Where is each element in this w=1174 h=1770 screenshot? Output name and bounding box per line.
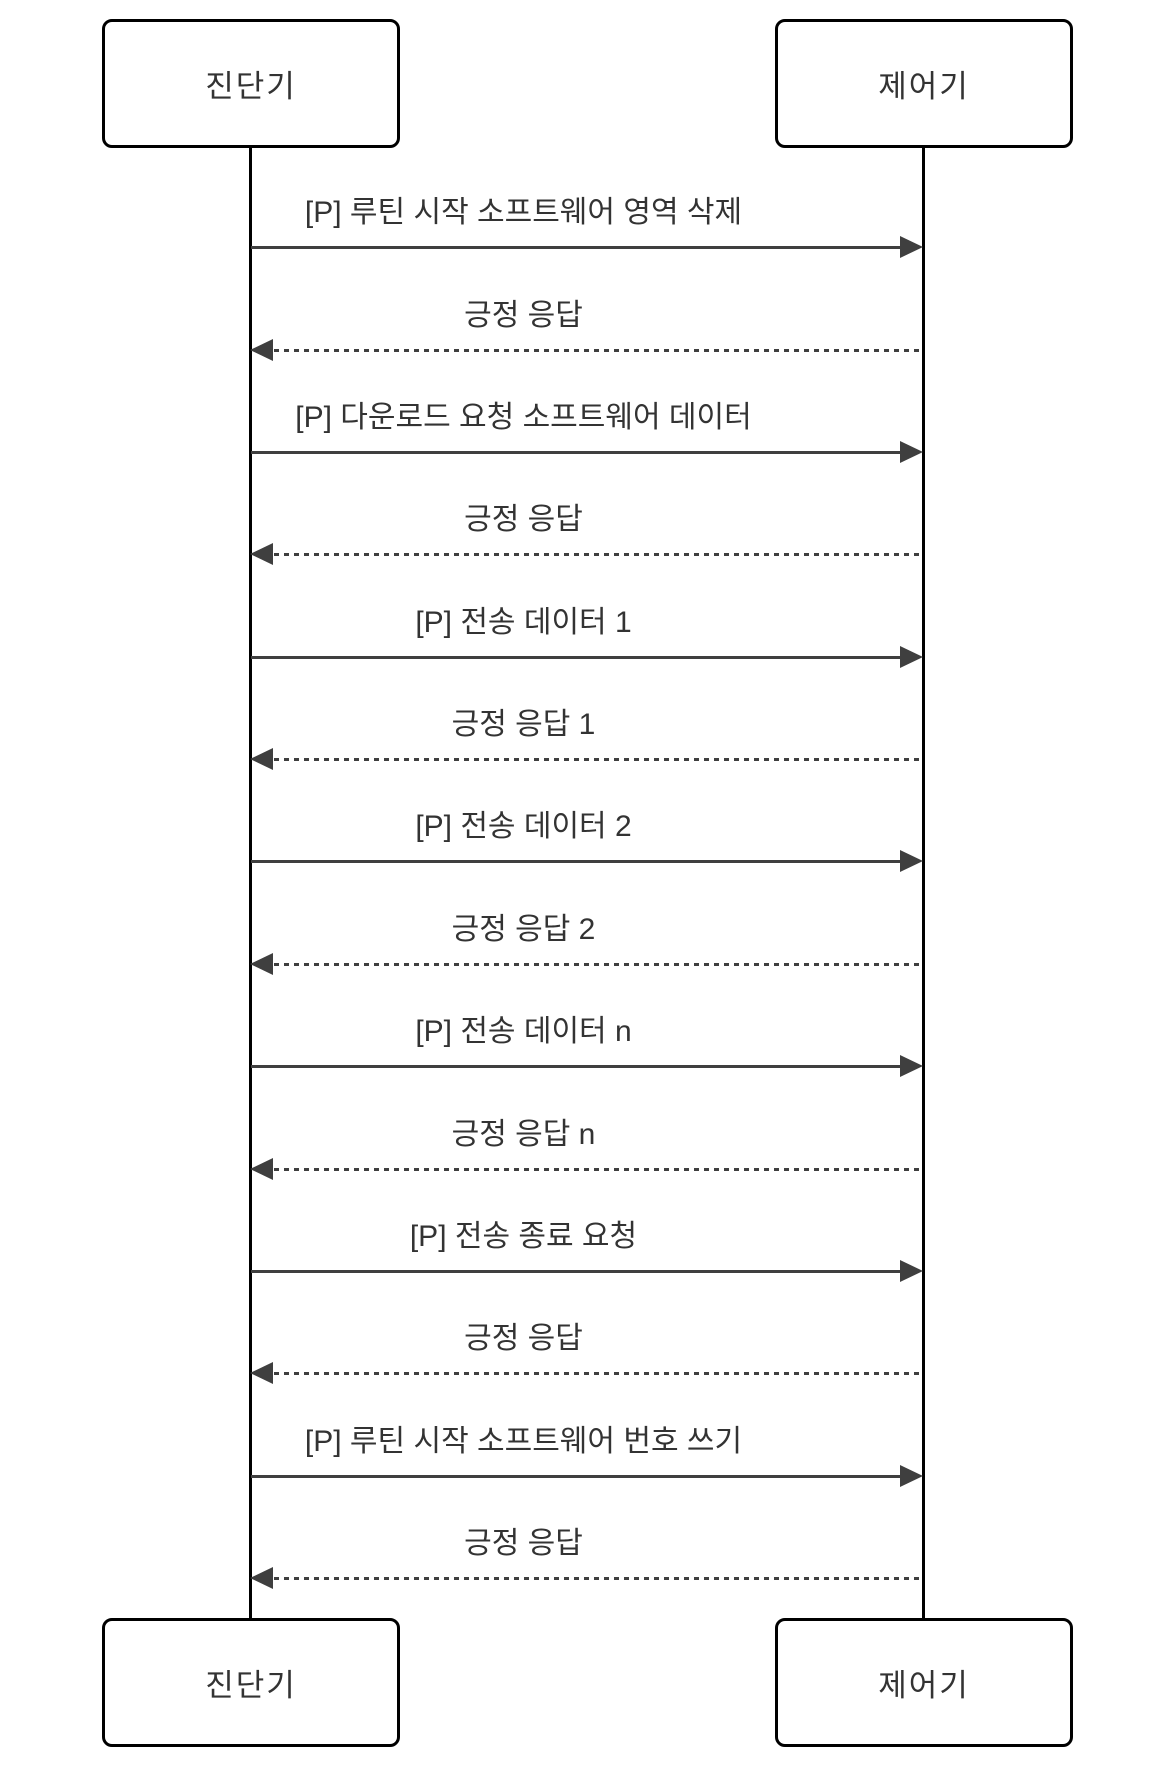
arrowhead-right-icon — [900, 1465, 923, 1487]
message-line — [251, 1064, 902, 1068]
message-label: 긍정 응답 — [464, 1321, 583, 1355]
message-label: 긍정 응답 — [464, 502, 583, 536]
message-line — [251, 859, 902, 863]
message-line — [251, 1474, 902, 1478]
message-label: [P] 전송 데이터 2 — [415, 809, 632, 843]
message-line — [274, 552, 922, 556]
arrowhead-right-icon — [900, 1055, 923, 1077]
message-label: [P] 루틴 시작 소프트웨어 영역 삭제 — [304, 195, 743, 229]
arrowhead-right-icon — [900, 1260, 923, 1282]
message-line — [251, 655, 902, 659]
arrowhead-left-icon — [250, 1362, 273, 1384]
arrowhead-right-icon — [900, 850, 923, 872]
arrowhead-left-icon — [250, 953, 273, 975]
arrowhead-left-icon — [250, 1158, 273, 1180]
actor-box-diagnostic-bottom: 진단기 — [102, 1618, 400, 1747]
arrowhead-left-icon — [250, 1567, 273, 1589]
message-label: 긍정 응답 — [464, 298, 583, 332]
message-line — [274, 1371, 922, 1375]
message-line — [251, 1269, 902, 1273]
actor-box-controller-top: 제어기 — [775, 19, 1073, 148]
arrowhead-right-icon — [900, 236, 923, 258]
message-line — [274, 348, 922, 352]
arrowhead-left-icon — [250, 543, 273, 565]
lifeline-controller — [922, 148, 925, 1618]
message-label: 긍정 응답 2 — [451, 912, 596, 946]
message-line — [274, 1576, 922, 1580]
actor-box-controller-bottom: 제어기 — [775, 1618, 1073, 1747]
actor-label: 제어기 — [878, 69, 970, 104]
message-line — [274, 1167, 922, 1171]
message-label: 긍정 응답 1 — [451, 707, 596, 741]
message-label: [P] 다운로드 요청 소프트웨어 데이터 — [295, 400, 752, 434]
actor-label: 제어기 — [878, 1668, 970, 1703]
arrowhead-right-icon — [900, 646, 923, 668]
message-label: 긍정 응답 — [464, 1526, 583, 1560]
message-line — [251, 450, 902, 454]
message-label: [P] 루틴 시작 소프트웨어 번호 쓰기 — [304, 1424, 743, 1458]
actor-box-diagnostic-top: 진단기 — [102, 19, 400, 148]
arrowhead-left-icon — [250, 339, 273, 361]
actor-label: 진단기 — [205, 69, 297, 104]
message-label: 긍정 응답 n — [451, 1117, 596, 1151]
message-label: [P] 전송 데이터 n — [415, 1014, 632, 1048]
message-label: [P] 전송 데이터 1 — [415, 605, 632, 639]
actor-label: 진단기 — [205, 1668, 297, 1703]
lifeline-diagnostic — [249, 148, 252, 1618]
message-label: [P] 전송 종료 요청 — [409, 1219, 638, 1253]
message-line — [274, 757, 922, 761]
message-line — [251, 245, 902, 249]
arrowhead-left-icon — [250, 748, 273, 770]
message-line — [274, 962, 922, 966]
arrowhead-right-icon — [900, 441, 923, 463]
